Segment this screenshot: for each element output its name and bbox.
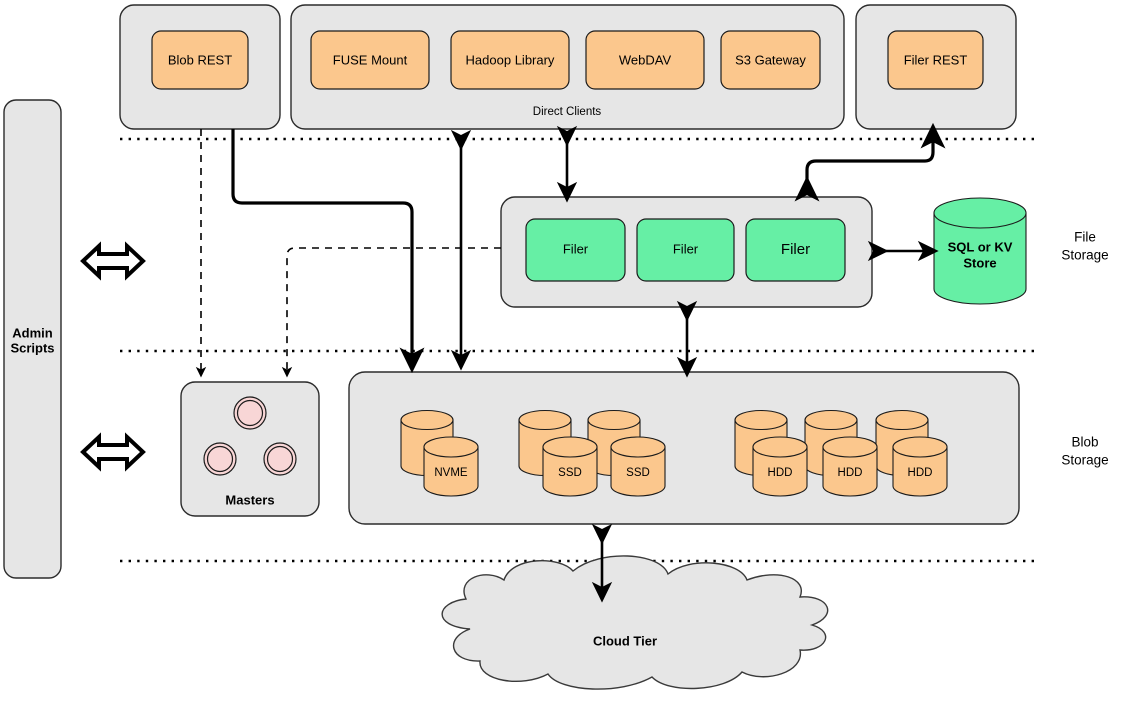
volume-group-ssd[interactable]: SSD SSD [518, 409, 666, 497]
blob-rest-group: Blob REST [119, 4, 281, 130]
client-node-blob-rest[interactable]: Blob REST [151, 30, 249, 90]
client-node-label: FUSE Mount [333, 52, 408, 67]
client-node-hadoop-library[interactable]: Hadoop Library [450, 30, 570, 90]
volume-group-hdd[interactable]: HDD HDD HDD [734, 409, 948, 497]
cloud-tier[interactable]: Cloud Tier [441, 555, 829, 690]
volume-label: HDD [838, 467, 863, 479]
admin-to-file-storage-arrow [80, 241, 146, 281]
volume-cylinder-front-hdd: HDD [892, 436, 948, 497]
cloud-tier-label: Cloud Tier [593, 633, 657, 648]
filer-node-2[interactable]: Filer [636, 218, 735, 282]
client-node-webdav[interactable]: WebDAV [585, 30, 705, 90]
filer-node-1[interactable]: Filer [525, 218, 626, 282]
volume-group-nvme[interactable]: NVME [400, 409, 479, 497]
sql-or-kv-store[interactable]: SQL or KV Store [933, 197, 1027, 305]
filer-cluster-group: Filer Filer Filer [500, 196, 873, 308]
client-node-fuse-mount[interactable]: FUSE Mount [310, 30, 430, 90]
connector-filer-rest-to-filers [794, 122, 946, 202]
filer-rest-group: Filer REST [855, 4, 1017, 130]
filer-node-3[interactable]: Filer [745, 218, 846, 282]
client-node-label: S3 Gateway [735, 52, 806, 67]
admin-scripts-label-line1: Admin [12, 325, 53, 340]
volume-label: SSD [626, 467, 650, 479]
direct-clients-group: FUSE Mount Hadoop Library WebDAV S3 Gate… [290, 4, 845, 130]
volume-servers-group: NVME SSD SSD [348, 371, 1020, 525]
direct-clients-caption: Direct Clients [533, 106, 602, 118]
admin-scripts-panel[interactable]: Admin Scripts [3, 99, 62, 579]
connector-filers-to-masters [281, 247, 501, 378]
client-node-label: WebDAV [619, 52, 672, 67]
volume-label: HDD [768, 467, 793, 479]
client-node-label: Filer REST [904, 52, 968, 67]
masters-group[interactable]: Masters [180, 381, 320, 517]
client-node-s3-gateway[interactable]: S3 Gateway [720, 30, 821, 90]
master-node-3 [263, 442, 297, 476]
blob-storage-tier-label-line2: Storage [1061, 453, 1108, 468]
client-node-label: Blob REST [168, 52, 232, 67]
volume-label: NVME [434, 467, 468, 479]
volume-cylinder-front-hdd: HDD [822, 436, 878, 497]
volume-label: HDD [908, 467, 933, 479]
filer-node-label: Filer [781, 241, 810, 258]
client-node-filer-rest[interactable]: Filer REST [887, 30, 984, 90]
volume-cylinder-front-ssd: SSD [542, 436, 598, 497]
filer-node-label: Filer [563, 241, 589, 256]
masters-label: Masters [225, 492, 274, 507]
volume-label: SSD [558, 467, 582, 479]
master-node-1 [233, 396, 267, 430]
admin-to-blob-storage-arrow [80, 432, 146, 472]
blob-storage-tier-label-line1: Blob [1071, 435, 1098, 450]
file-storage-tier-label-line1: File [1074, 230, 1096, 245]
volume-cylinder-front-hdd: HDD [752, 436, 808, 497]
filer-node-label: Filer [673, 241, 699, 256]
sql-kv-store-label-line2: Store [963, 255, 996, 270]
volume-cylinder-front-ssd: SSD [610, 436, 666, 497]
connector-blob-rest-to-volumes [231, 129, 425, 374]
client-node-label: Hadoop Library [466, 52, 555, 67]
admin-scripts-label-line2: Scripts [10, 340, 54, 355]
master-node-2 [203, 442, 237, 476]
volume-cylinder-front-nvme: NVME [423, 436, 479, 497]
sql-kv-store-label-line1: SQL or KV [948, 239, 1013, 254]
file-storage-tier-label-line2: Storage [1061, 248, 1108, 263]
